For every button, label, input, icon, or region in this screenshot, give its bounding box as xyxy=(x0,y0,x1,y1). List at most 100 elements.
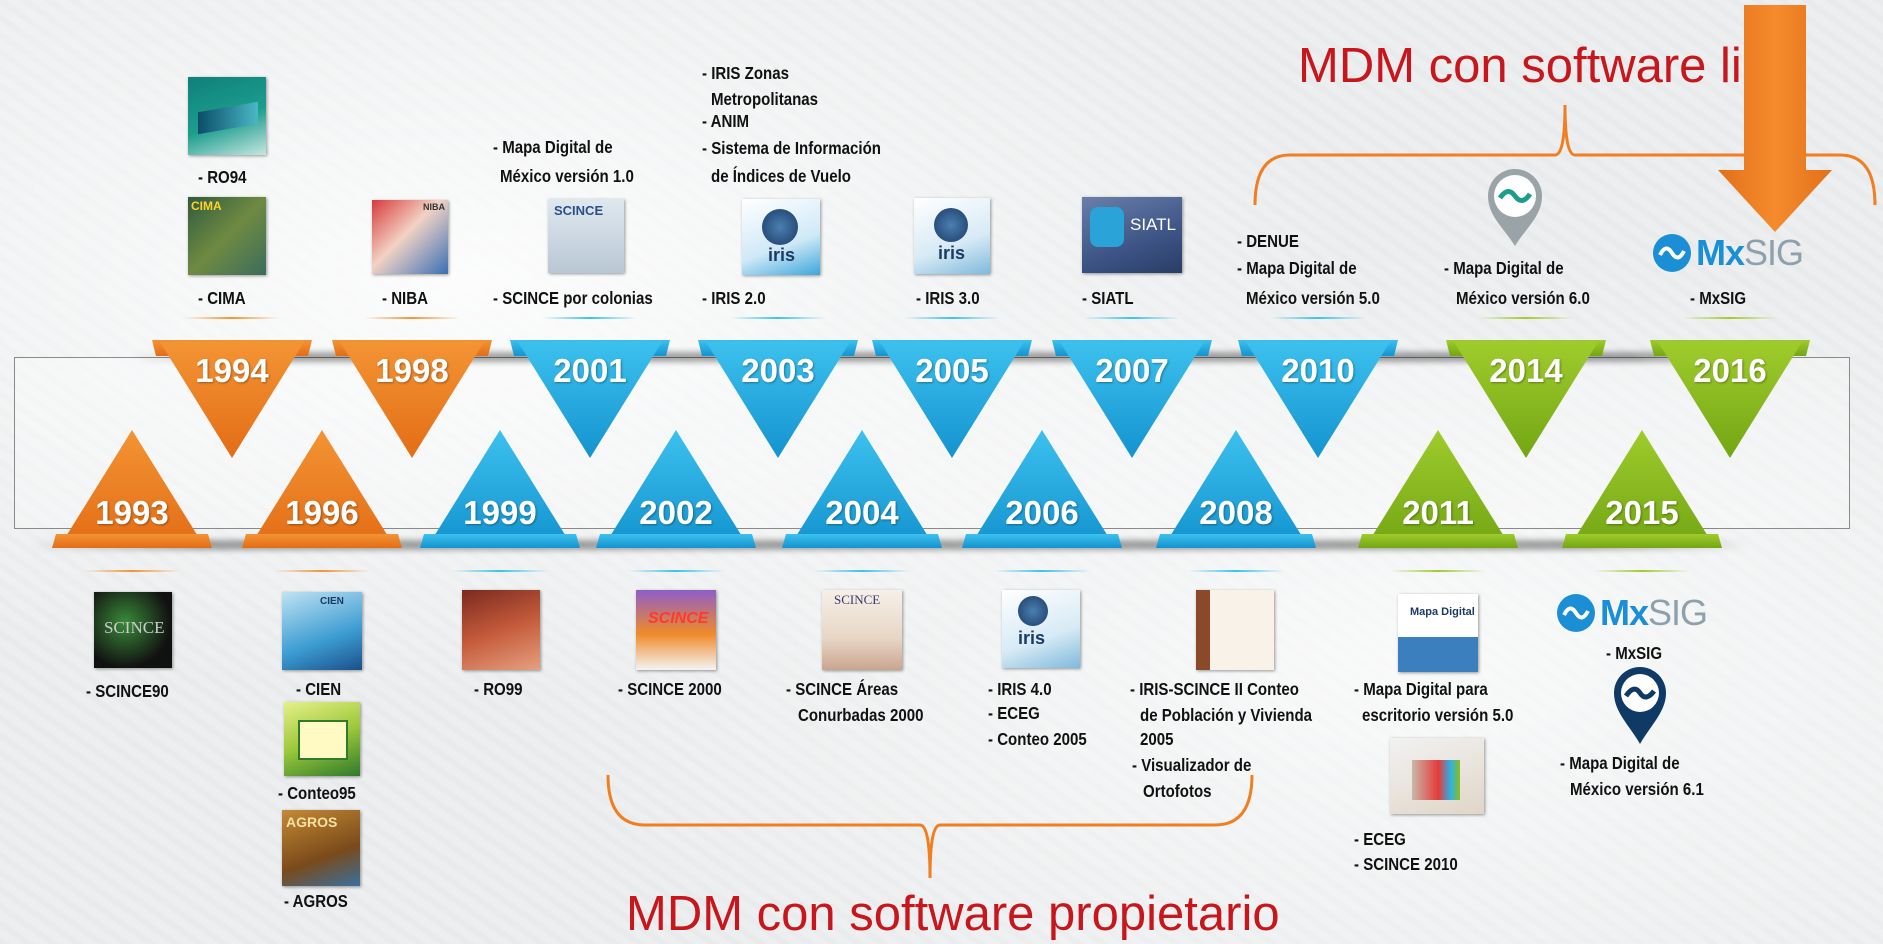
iris3-cover-image: iris xyxy=(914,198,990,274)
year-underline xyxy=(1270,317,1366,319)
mde5-cover-image: Mapa Digital xyxy=(1398,594,1478,672)
year-underline xyxy=(452,570,548,572)
label-mdm1-line2: México versión 1.0 xyxy=(500,166,634,186)
year-triangle-1998 xyxy=(340,342,484,458)
year-triangle-2015 xyxy=(1570,430,1714,546)
heading-proprietary-software: MDM con software propietario xyxy=(626,887,1280,941)
ro99-cover-image xyxy=(462,590,540,670)
iris4-cover-image: iris xyxy=(1002,590,1080,668)
year-triangle-2001 xyxy=(518,342,662,458)
year-triangle-1999 xyxy=(428,430,572,546)
year-underline xyxy=(274,570,370,572)
label-siv-line2: de Índices de Vuelo xyxy=(711,166,851,186)
year-underline xyxy=(904,317,1000,319)
scince2000-cover-image: SCINCE xyxy=(636,590,716,670)
year-triangle-2002 xyxy=(604,430,748,546)
year-underline xyxy=(1390,570,1486,572)
year-underline xyxy=(1682,317,1778,319)
label-mde5-line2: escritorio versión 5.0 xyxy=(1362,705,1514,725)
label-anim: - ANIM xyxy=(702,111,750,131)
year-triangle-2010 xyxy=(1246,342,1390,458)
label-scince2000: - SCINCE 2000 xyxy=(618,679,722,699)
label-scince-areas-line2: Conurbadas 2000 xyxy=(798,705,924,725)
label-conteo95: - Conteo95 xyxy=(278,783,356,803)
year-triangle-1993 xyxy=(60,430,204,546)
label-agros: - AGROS xyxy=(284,891,348,911)
year-underline xyxy=(730,317,826,319)
year-underline xyxy=(1084,317,1180,319)
year-underline xyxy=(542,317,638,319)
scince-colonias-cover-image: SCINCE xyxy=(548,199,624,273)
year-underline xyxy=(1478,317,1574,319)
year-tab-1999 xyxy=(420,534,580,548)
year-underline xyxy=(814,570,910,572)
label-scince90: - SCINCE90 xyxy=(86,681,169,701)
scince-areas-cover-image: SCINCE xyxy=(822,590,902,670)
heading-free-software: MDM con software lib xyxy=(1298,39,1770,93)
label-cima: - CIMA xyxy=(198,288,246,308)
year-triangle-2016 xyxy=(1658,342,1802,458)
label-mde5-line1: - Mapa Digital para xyxy=(1354,679,1488,699)
year-tab-2002 xyxy=(596,534,756,548)
label-orto-line2: Ortofotos xyxy=(1143,781,1212,801)
label-iris-zonas-line1: - IRIS Zonas xyxy=(702,63,789,83)
year-triangle-1996 xyxy=(250,430,394,546)
year-tab-2004 xyxy=(782,534,942,548)
label-mdm6-line2: México versión 6.0 xyxy=(1456,288,1590,308)
label-mxsig-top: - MxSIG xyxy=(1690,288,1747,308)
year-triangle-2007 xyxy=(1060,342,1204,458)
label-scince-colonias: - SCINCE por colonias xyxy=(493,288,653,308)
siatl-cover-image: SIATL xyxy=(1082,197,1182,273)
label-iris-scince-line2: de Población y Vivienda xyxy=(1140,705,1313,725)
label-scince-areas-line1: - SCINCE Áreas xyxy=(786,679,899,699)
free-software-brace xyxy=(1253,104,1877,206)
year-tab-2011 xyxy=(1358,534,1518,548)
year-underline xyxy=(84,570,180,572)
label-siv-line1: - Sistema de Información xyxy=(702,138,881,158)
year-tab-1996 xyxy=(242,534,402,548)
label-mdm5-line1: - Mapa Digital de xyxy=(1237,258,1357,278)
iris-scince-cover-image xyxy=(1196,590,1274,670)
label-iris4: - IRIS 4.0 xyxy=(988,679,1052,699)
agros-cover-image: AGROS xyxy=(282,810,360,886)
label-iris-zonas-line2: Metropolitanas xyxy=(711,89,819,109)
label-mdm5-line2: México versión 5.0 xyxy=(1246,288,1380,308)
map-pin-icon xyxy=(1488,169,1542,246)
conteo95-cover-image xyxy=(284,702,360,776)
year-underline xyxy=(364,317,460,319)
label-mxsig-bottom: - MxSIG xyxy=(1606,643,1663,663)
label-scince2010: - SCINCE 2010 xyxy=(1354,854,1458,874)
map-pin-icon xyxy=(1614,667,1666,744)
year-underline xyxy=(184,317,280,319)
label-ro94: - RO94 xyxy=(198,167,247,187)
arrow-down-icon xyxy=(1718,5,1832,232)
year-triangle-2003 xyxy=(706,342,850,458)
year-triangle-2004 xyxy=(790,430,934,546)
label-mdm6-line1: - Mapa Digital de xyxy=(1444,258,1564,278)
year-triangle-2005 xyxy=(880,342,1024,458)
year-triangle-2011 xyxy=(1366,430,1510,546)
label-orto-line1: - Visualizador de xyxy=(1132,755,1252,775)
year-underline xyxy=(1188,570,1284,572)
label-eceg-2010: - ECEG xyxy=(1354,829,1406,849)
scince2010-cover-image xyxy=(1390,738,1484,814)
year-tab-2006 xyxy=(962,534,1122,548)
proprietary-software-brace xyxy=(606,774,1254,879)
year-underline xyxy=(628,570,724,572)
iris2-cover-image: iris xyxy=(742,199,820,275)
year-underline xyxy=(1594,570,1690,572)
label-mdm61-line2: México versión 6.1 xyxy=(1570,779,1704,799)
label-mdm61-line1: - Mapa Digital de xyxy=(1560,753,1680,773)
ro94-cover-image xyxy=(188,77,266,155)
mxsig-logo-icon: MxSIG xyxy=(1556,592,1708,634)
cima-cover-image: CIMA xyxy=(188,197,266,275)
year-tab-2008 xyxy=(1156,534,1316,548)
year-underline xyxy=(994,570,1090,572)
cien-cover-image: CIEN xyxy=(282,592,362,670)
year-triangle-2008 xyxy=(1164,430,1308,546)
label-iris2: - IRIS 2.0 xyxy=(702,288,766,308)
niba-cover-image: NIBA xyxy=(372,200,448,274)
scince90-cover-image: SCINCE xyxy=(94,592,172,668)
